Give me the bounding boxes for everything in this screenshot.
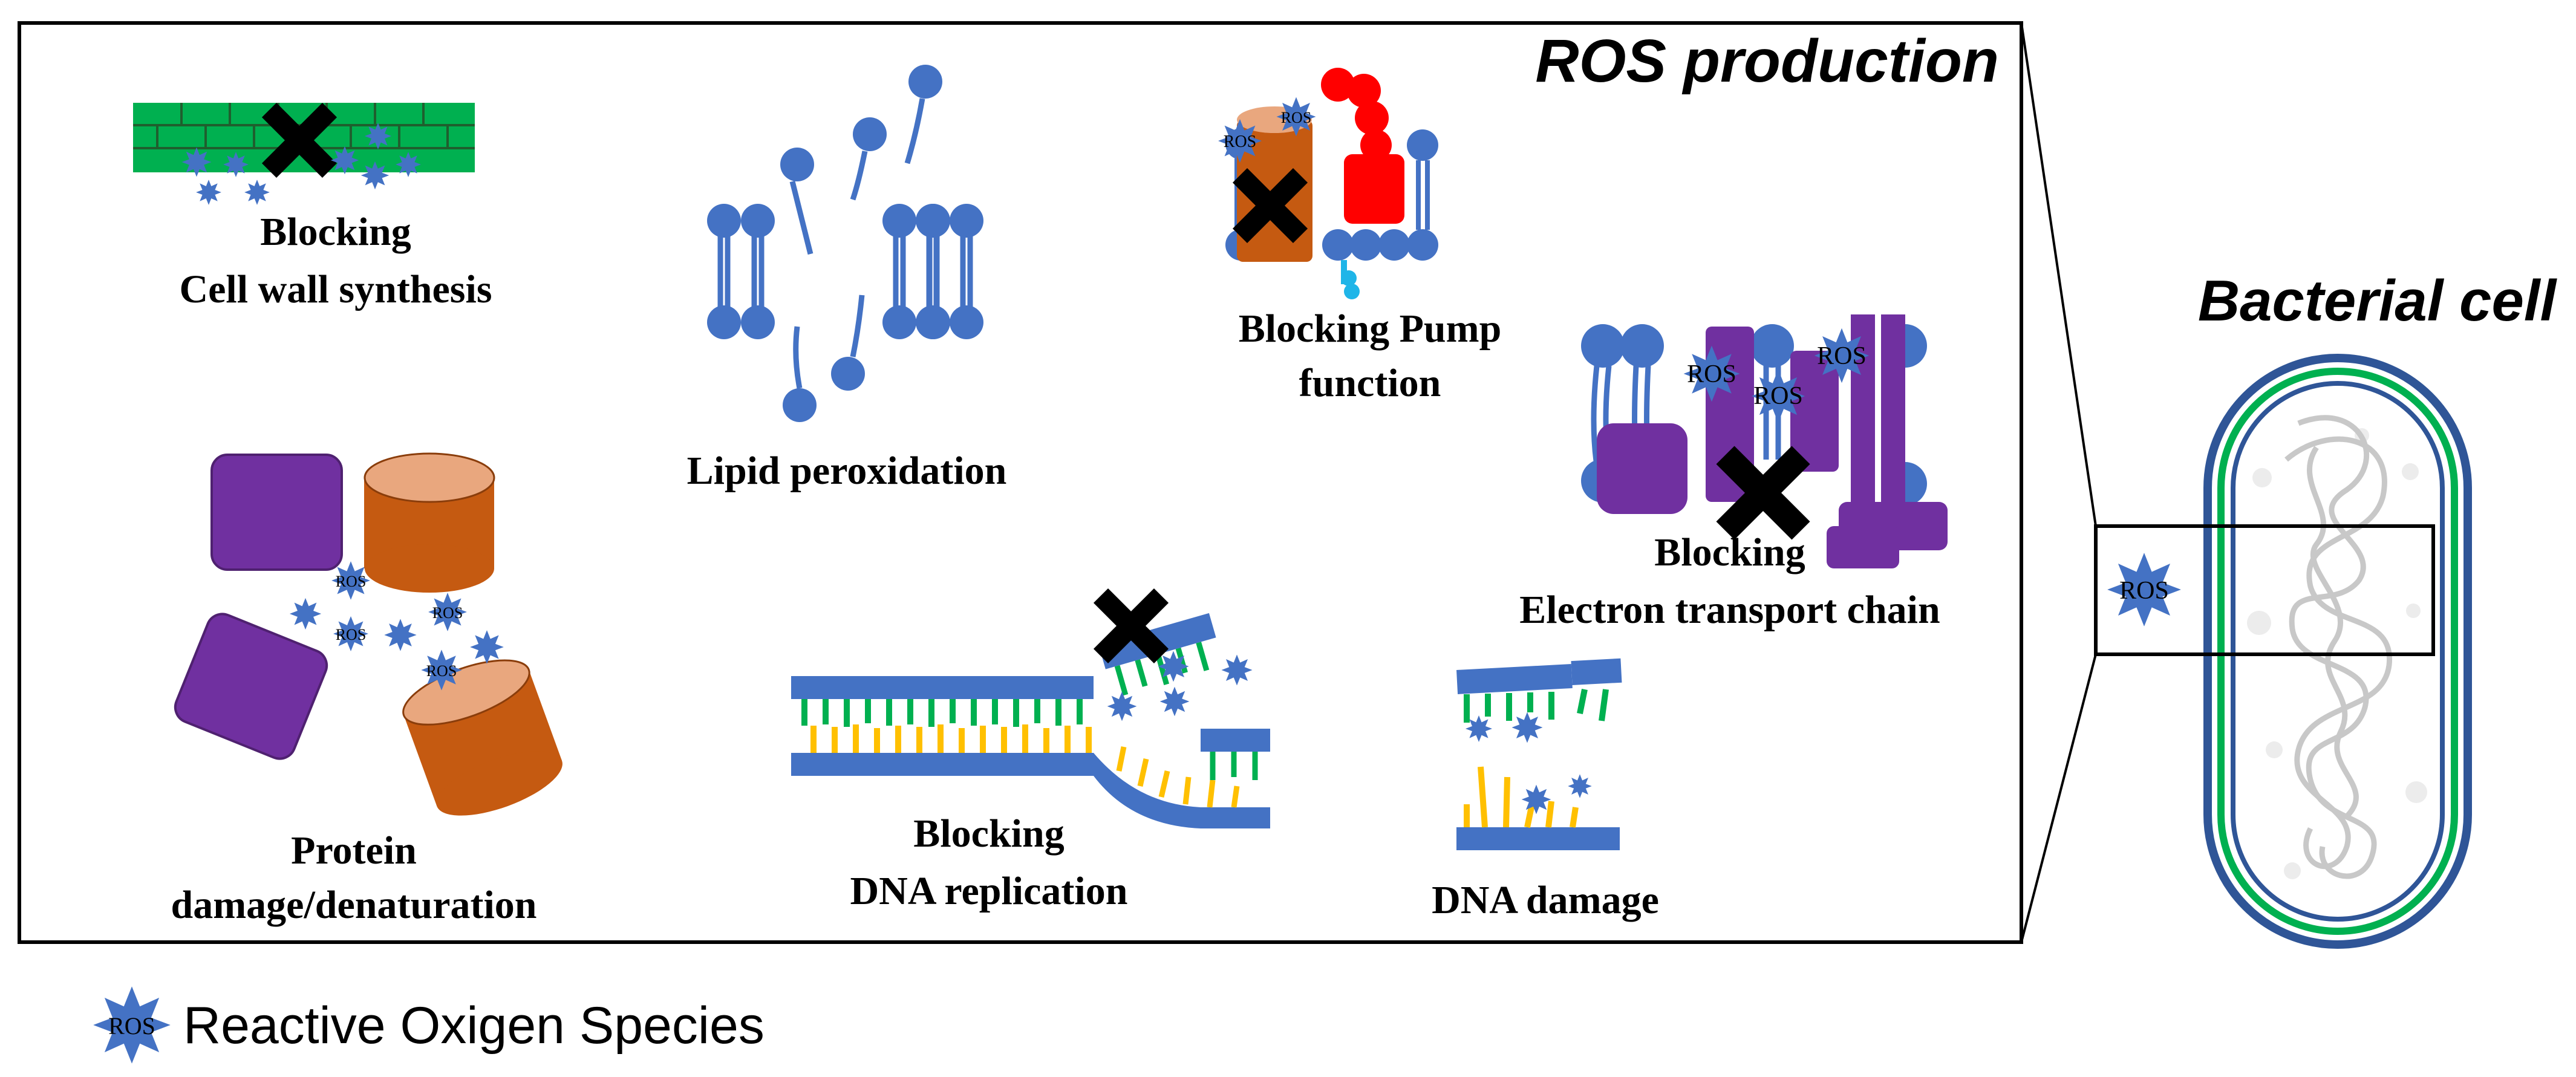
pump-illustration: ROS ROS: [1218, 68, 1438, 299]
label-dna-rep-1: Blocking: [913, 812, 1064, 856]
label-protein-2: damage/denaturation: [171, 883, 536, 927]
svg-text:ROS: ROS: [1687, 360, 1736, 388]
cell-wall-illustration: [133, 103, 475, 205]
label-dna-rep-2: DNA replication: [850, 869, 1128, 913]
label-etc-2: Electron transport chain: [1519, 588, 1940, 632]
label-dna-damage: DNA damage: [1432, 878, 1659, 922]
label-cell-wall-1: Blocking: [260, 210, 411, 254]
label-protein-1: Protein: [291, 828, 417, 873]
svg-text:ROS: ROS: [426, 662, 457, 680]
etc-illustration: ROS ROS ROS: [1581, 314, 1948, 568]
chromosome: [2284, 415, 2392, 879]
dna-damage-illustration: [1456, 658, 1622, 850]
protein-illustration: ROS ROS ROS ROS: [174, 452, 562, 816]
svg-text:ROS: ROS: [1817, 342, 1867, 370]
zoom-box: [2094, 524, 2435, 656]
svg-text:ROS: ROS: [336, 626, 367, 643]
cell-title: Bacterial cell: [2198, 268, 2558, 333]
bacterial-cell: ROS: [2094, 354, 2472, 949]
label-cell-wall-2: Cell wall synthesis: [179, 267, 492, 311]
svg-text:ROS: ROS: [336, 573, 367, 590]
panel-title: ROS production: [1535, 27, 1999, 95]
ros-production-panel: [18, 21, 2023, 944]
legend-text: Reactive Oxigen Species: [183, 997, 765, 1055]
legend: ROS Reactive Oxigen Species: [93, 986, 765, 1064]
label-pump-2: function: [1299, 361, 1441, 405]
cell-ros-label: ROS: [2119, 577, 2169, 605]
zoom-connector: [2020, 22, 2097, 943]
label-pump-1: Blocking Pump: [1239, 307, 1502, 351]
label-etc-1: Blocking: [1654, 530, 1805, 574]
dna-replication-illustration: [791, 596, 1270, 828]
svg-text:ROS: ROS: [432, 604, 463, 622]
lipid-bilayer-illustration: [707, 65, 983, 422]
svg-text:ROS: ROS: [1224, 132, 1256, 151]
legend-ros-mark: ROS: [108, 1012, 155, 1040]
label-lipid: Lipid peroxidation: [687, 449, 1007, 493]
svg-text:ROS: ROS: [1281, 109, 1312, 126]
svg-text:ROS: ROS: [1753, 382, 1803, 410]
